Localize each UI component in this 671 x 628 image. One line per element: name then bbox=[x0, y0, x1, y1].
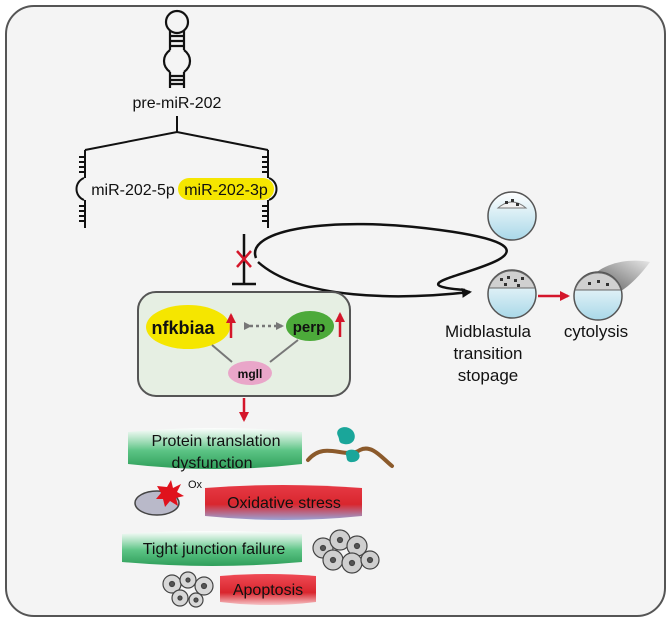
oxidative-banner bbox=[205, 485, 362, 520]
duplex-left-icon bbox=[75, 150, 86, 228]
mir-5p-label: miR-202-5p bbox=[91, 182, 175, 199]
mgll-node bbox=[228, 361, 272, 385]
perp-label: perp bbox=[293, 319, 326, 336]
mbt-line3: stopage bbox=[458, 366, 519, 385]
duplex-right-icon bbox=[262, 150, 278, 228]
tight-label: Tight junction failure bbox=[143, 541, 286, 558]
tight-banner bbox=[122, 531, 302, 566]
hairpin-icon bbox=[162, 9, 192, 88]
protein-line2: dysfunction bbox=[172, 455, 253, 472]
pre-mir-label: pre-miR-202 bbox=[133, 95, 222, 112]
mir-3p-label: miR-202-3p bbox=[184, 182, 268, 199]
cytolysis-embryo-icon bbox=[573, 260, 650, 321]
mir-3p-highlight bbox=[178, 178, 274, 200]
mbt-line1: Midblastula bbox=[445, 322, 532, 341]
early-embryo-icon bbox=[487, 191, 537, 241]
block-x-icon bbox=[236, 250, 252, 268]
curve-arrow-to-mbt bbox=[253, 222, 508, 292]
mbt-embryo-icon bbox=[487, 269, 537, 319]
protein-line1: Protein translation bbox=[152, 433, 281, 450]
apoptotic-cells-icon bbox=[162, 571, 214, 608]
oxidative-label: Oxidative stress bbox=[227, 495, 341, 512]
mbt-line2: transition bbox=[454, 344, 523, 363]
apoptosis-label: Apoptosis bbox=[233, 582, 303, 599]
protein-banner bbox=[128, 428, 302, 469]
nfkbiaa-node bbox=[146, 305, 230, 349]
curve-arrow-lower bbox=[257, 261, 472, 298]
ribosome-mrna-icon bbox=[306, 427, 394, 468]
dissociated-cells-icon bbox=[312, 529, 380, 574]
ox-label: Ox bbox=[188, 479, 203, 491]
branch-lines bbox=[84, 116, 269, 151]
oxidative-burst-icon bbox=[156, 480, 184, 507]
apoptosis-banner bbox=[220, 574, 316, 605]
link-perp-mgll bbox=[269, 339, 299, 363]
link-nfkbiaa-mgll bbox=[211, 344, 233, 363]
cytolysis-label: cytolysis bbox=[564, 322, 628, 341]
nfkbiaa-label: nfkbiaa bbox=[151, 318, 215, 338]
perp-node bbox=[286, 311, 334, 341]
mgll-label: mgll bbox=[238, 367, 263, 381]
